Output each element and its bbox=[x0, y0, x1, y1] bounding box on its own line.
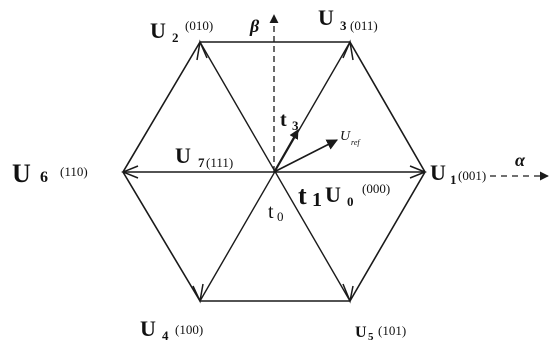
svg-text:U: U bbox=[140, 316, 156, 341]
u5-label: U 5 (101) bbox=[355, 323, 406, 343]
t1-label: t 1 bbox=[298, 181, 322, 211]
u6-vector-arrow bbox=[120, 165, 139, 179]
svg-text:2: 2 bbox=[172, 30, 179, 45]
svg-text:3: 3 bbox=[292, 118, 299, 133]
svg-text:U: U bbox=[430, 160, 446, 185]
svg-text:U: U bbox=[325, 182, 341, 207]
u0-label: U 0 (000) bbox=[325, 181, 390, 209]
svg-text:U: U bbox=[12, 159, 31, 188]
svg-text:(001): (001) bbox=[458, 168, 486, 183]
u-ref-vector bbox=[273, 139, 338, 173]
svg-text:U: U bbox=[355, 324, 367, 341]
svg-text:5: 5 bbox=[368, 331, 374, 343]
alpha-axis-label: α bbox=[515, 150, 526, 170]
u1-vector-arrow bbox=[409, 165, 428, 179]
svg-text:t: t bbox=[268, 201, 274, 223]
svg-text:U: U bbox=[175, 143, 191, 168]
svg-text:4: 4 bbox=[162, 328, 169, 343]
u4-label: U 4 (100) bbox=[140, 316, 203, 343]
t3-component-vector bbox=[273, 129, 299, 173]
u7-label: U 7 (111) bbox=[175, 143, 233, 170]
t3-label: t 3 bbox=[280, 109, 299, 133]
svg-text:U: U bbox=[340, 129, 351, 144]
u2-label: U 2 (010) bbox=[150, 18, 213, 45]
svg-text:0: 0 bbox=[347, 194, 354, 209]
svg-text:7: 7 bbox=[198, 155, 205, 170]
u5-vector-arrow bbox=[342, 283, 354, 304]
svg-text:(000): (000) bbox=[362, 181, 390, 196]
u2-vector-arrow bbox=[196, 39, 208, 61]
u3-vector-arrow bbox=[342, 39, 354, 61]
svg-text:3: 3 bbox=[340, 18, 347, 33]
svg-text:0: 0 bbox=[277, 209, 284, 224]
svg-text:1: 1 bbox=[450, 172, 457, 187]
svg-text:U: U bbox=[150, 18, 166, 43]
u3-label: U 3 (011) bbox=[318, 5, 378, 33]
beta-axis-label: β bbox=[249, 16, 260, 36]
svg-text:6: 6 bbox=[40, 169, 48, 186]
svg-text:(110): (110) bbox=[60, 164, 88, 179]
svg-text:(011): (011) bbox=[350, 18, 378, 33]
svg-text:ref: ref bbox=[351, 138, 361, 147]
svg-text:(010): (010) bbox=[185, 18, 213, 33]
t0-label: t 0 bbox=[268, 201, 284, 224]
svg-text:U: U bbox=[318, 5, 334, 30]
svg-text:t: t bbox=[280, 109, 287, 131]
svg-text:(100): (100) bbox=[175, 322, 203, 337]
svg-text:(111): (111) bbox=[206, 155, 233, 170]
u6-label: U 6 (110) bbox=[12, 159, 88, 188]
u-ref-label: U ref bbox=[340, 129, 361, 147]
u1-label: U 1 (001) bbox=[430, 160, 486, 187]
svg-text:t: t bbox=[298, 181, 307, 210]
svg-text:1: 1 bbox=[312, 189, 322, 211]
svg-text:(101): (101) bbox=[378, 323, 406, 338]
u4-vector-arrow bbox=[192, 283, 204, 304]
